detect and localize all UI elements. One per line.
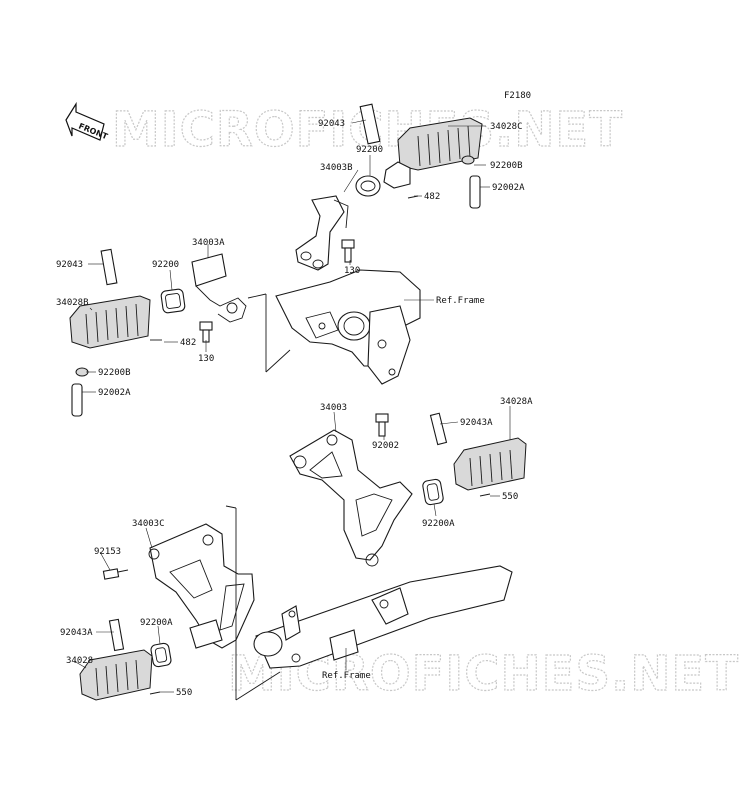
bracket-34003b [295, 195, 355, 271]
callout-92200-top: 92200 [356, 145, 383, 155]
callout-130-top: 130 [344, 266, 360, 276]
leader-lines [73, 119, 511, 693]
callout-482-top: 482 [424, 192, 440, 202]
frame-section-lower [235, 565, 513, 701]
callout-34003b: 34003B [320, 163, 353, 173]
bracket-34003c [102, 505, 255, 700]
callout-92043a-lower: 92043A [60, 628, 93, 638]
collar-92200a-lower [150, 642, 172, 668]
callout-34028c: 34028C [490, 122, 523, 132]
callout-92002: 92002 [372, 441, 399, 451]
callout-92153: 92153 [94, 547, 121, 557]
callout-34028b: 34028B [56, 298, 89, 308]
bracket-34003 [289, 413, 413, 567]
frame-section-upper [265, 269, 421, 385]
callout-92043-left: 92043 [56, 260, 83, 270]
callout-34003a: 34003A [192, 238, 225, 248]
callout-92200b-top: 92200B [490, 161, 523, 171]
callout-92200b-left: 92200B [98, 368, 131, 378]
callout-92002a-left: 92002A [98, 388, 131, 398]
callout-ref-frame-lower: Ref.Frame [322, 671, 371, 681]
callout-482-left: 482 [180, 338, 196, 348]
collar-92200a-right [422, 478, 444, 506]
footpeg-34028b [69, 248, 162, 417]
callout-92002a-top: 92002A [492, 183, 525, 193]
callout-34003: 34003 [320, 403, 347, 413]
footpeg-34028 [79, 618, 161, 701]
callout-92200a-lower: 92200A [140, 618, 173, 628]
footpeg-34028a [429, 412, 527, 497]
bracket-34003a [191, 253, 267, 372]
footpeg-34028c [355, 103, 483, 209]
callout-34003c: 34003C [132, 519, 165, 529]
front-arrow-icon: FRONT [65, 101, 109, 142]
callout-92200-left: 92200 [152, 260, 179, 270]
callout-34028a: 34028A [500, 397, 533, 407]
callout-130-left: 130 [198, 354, 214, 364]
figure-code: F2180 [504, 91, 531, 101]
callout-92043-top: 92043 [318, 119, 345, 129]
callout-labels: 92043 34028C 92200 34003B 92200B 92002A … [56, 119, 533, 698]
callout-ref-frame-upper: Ref.Frame [436, 296, 485, 306]
collar-92200-a [160, 288, 186, 314]
callout-550-right: 550 [502, 492, 518, 502]
callout-92200a-right: 92200A [422, 519, 455, 529]
callout-550-lower: 550 [176, 688, 192, 698]
callout-92043a-right: 92043A [460, 418, 493, 428]
callout-34028: 34028 [66, 656, 93, 666]
